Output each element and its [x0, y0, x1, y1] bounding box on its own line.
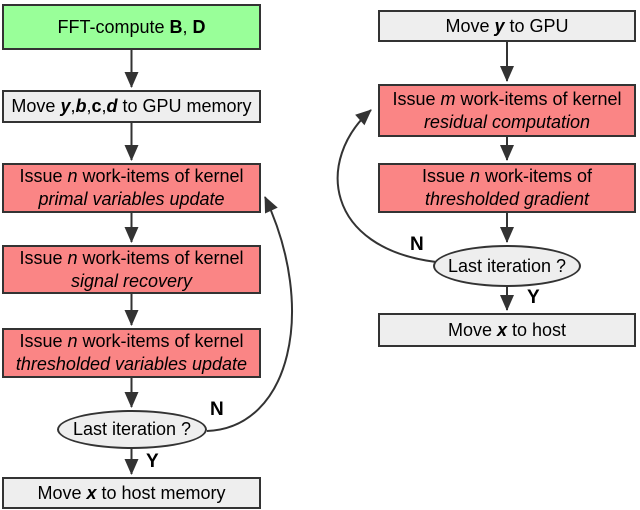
decision-last-iteration-left: Last iteration ? — [57, 410, 207, 449]
label-yes-left: Y — [146, 451, 159, 472]
node-move-to-gpu-memory: Move y,b,c,d to GPU memory — [2, 90, 261, 123]
label-no-right: N — [410, 234, 424, 255]
decision-last-iteration-right: Last iteration ? — [433, 245, 581, 287]
node-fft-compute: FFT-compute B, D — [2, 4, 261, 50]
arrow-loop-left-no — [206, 196, 293, 432]
node-move-x-to-host: Move x to host — [378, 313, 636, 347]
label-yes-right: Y — [527, 287, 540, 308]
node-move-y-to-gpu: Move y to GPU — [378, 10, 636, 42]
node-move-x-to-host-memory: Move x to host memory — [2, 477, 261, 509]
label-no-left: N — [210, 399, 224, 420]
